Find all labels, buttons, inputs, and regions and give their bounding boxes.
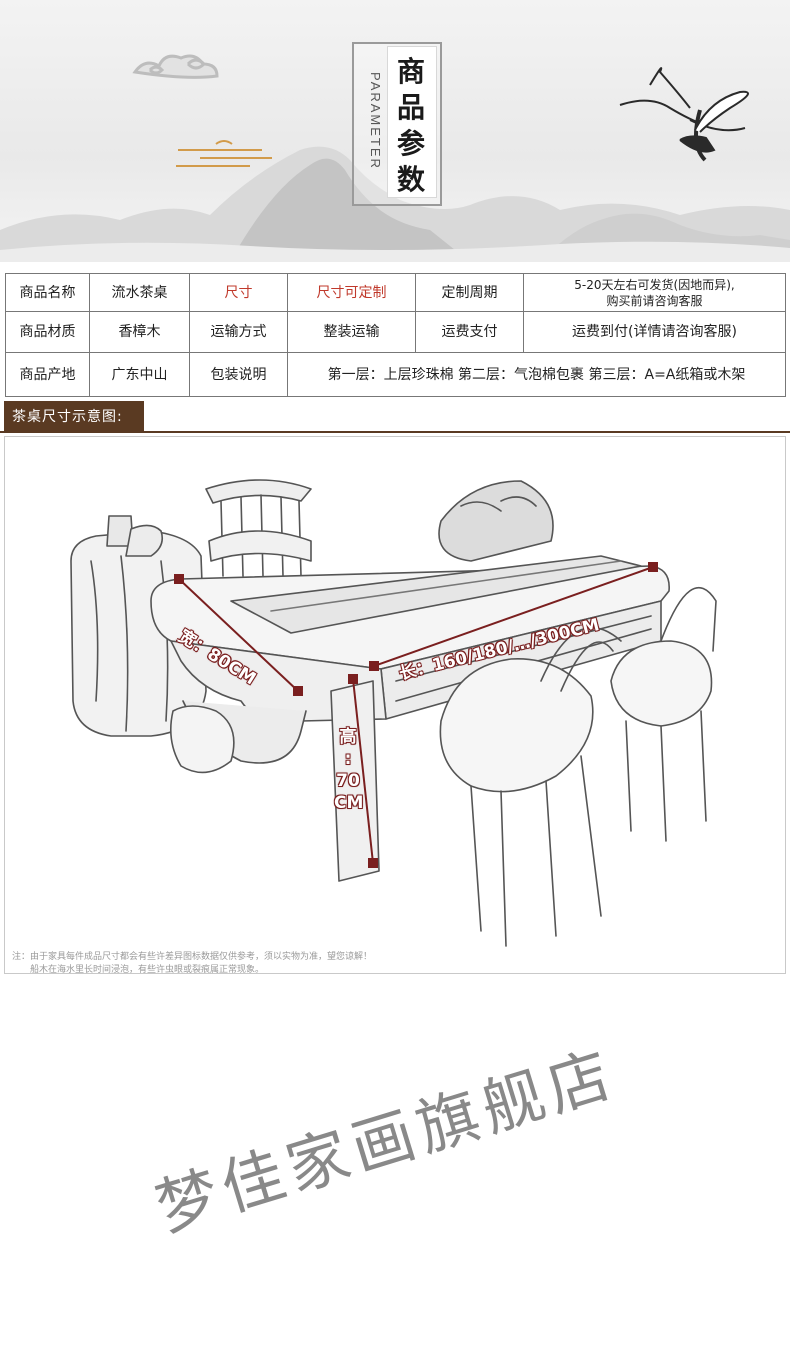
- decorative-lines: [176, 140, 272, 167]
- title-panel: [387, 46, 437, 198]
- title-char-2: 品: [396, 91, 425, 124]
- table-row: 商品材质 香樟木 运输方式 整装运输 运费支付 运费到付(详情请咨询客服): [5, 311, 786, 353]
- tea-table-sketch: [70, 479, 717, 947]
- dimension-markers: [174, 562, 658, 868]
- parameter-table: 商品名称 流水茶桌 尺寸 尺寸可定制 定制周期 5-20天左右可发货(因地而异)…: [5, 273, 786, 397]
- param-value: 第一层：上层珍珠棉 第二层：气泡棉包裹 第三层：A=A纸箱或木架: [287, 352, 786, 397]
- store-watermark: 梦佳家画旗舰店: [147, 1036, 625, 1246]
- param-value: 5-20天左右可发货(因地而异), 购买前请咨询客服: [523, 273, 786, 312]
- param-label: 商品名称: [5, 273, 90, 312]
- disclaimer-note: 注：由于家具每件成品尺寸都会有些许差异图标数据仅供参考，须以实物为准，望您谅解！: [12, 952, 373, 962]
- height-char: 70: [336, 771, 360, 791]
- height-dimension-label: 高 : 70 CM: [334, 726, 364, 814]
- param-value: 香樟木: [89, 311, 190, 353]
- param-label: 商品产地: [5, 352, 90, 397]
- param-value: 广东中山: [89, 352, 190, 397]
- param-value: 尺寸可定制: [287, 273, 416, 312]
- param-label: 尺寸: [189, 273, 288, 312]
- cloud-icon: [132, 54, 219, 79]
- param-label: 商品材质: [5, 311, 90, 353]
- disclaimer-note-2: 船木在海水里长时间浸泡，有些许虫眼或裂痕属正常现象。: [30, 965, 265, 975]
- param-value: 整装运输: [287, 311, 416, 353]
- crane-icon: [619, 67, 749, 162]
- title-char-3: 参: [396, 127, 425, 160]
- param-value: 运费到付(详情请咨询客服): [523, 311, 786, 353]
- title-char-4: 数: [396, 163, 425, 196]
- param-label: 包装说明: [189, 352, 288, 397]
- height-char: 高: [339, 727, 357, 747]
- table-row: 商品产地 广东中山 包装说明 第一层：上层珍珠棉 第二层：气泡棉包裹 第三层：A…: [5, 352, 786, 397]
- section-divider: [0, 431, 790, 433]
- height-char: CM: [334, 793, 364, 813]
- param-label: 运费支付: [415, 311, 524, 353]
- parameter-banner: 商 品 参 数 PARAMETER: [0, 0, 790, 262]
- height-char: :: [344, 749, 352, 769]
- param-value: 流水茶桌: [89, 273, 190, 312]
- table-row: 商品名称 流水茶桌 尺寸 尺寸可定制 定制周期 5-20天左右可发货(因地而异)…: [5, 273, 786, 312]
- param-label: 运输方式: [189, 311, 288, 353]
- section-title: 茶桌尺寸示意图:: [4, 401, 144, 433]
- title-char-1: 商: [396, 55, 425, 88]
- dimension-diagram: 梦佳家画旗舰店: [4, 436, 786, 1245]
- param-label: 定制周期: [415, 273, 524, 312]
- title-english: PARAMETER: [368, 72, 383, 170]
